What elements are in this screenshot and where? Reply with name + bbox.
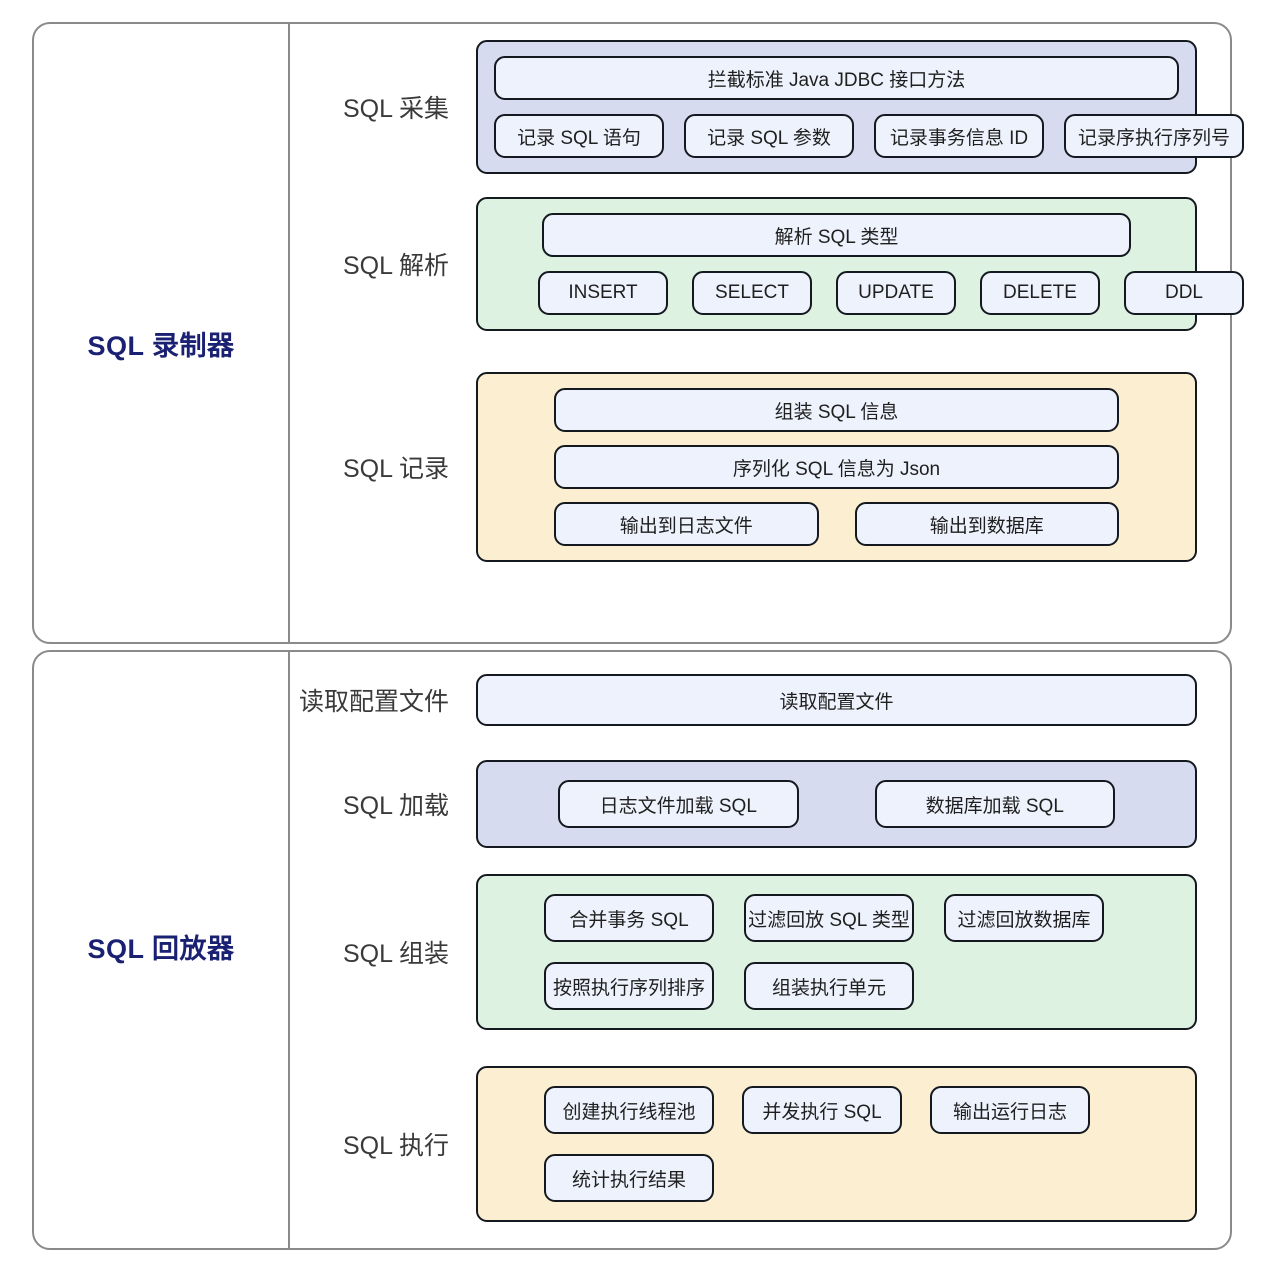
panel-title-recorder: SQL 录制器 (87, 331, 235, 361)
chip-load-sql-from-log[interactable]: 日志文件加载 SQL (558, 780, 799, 828)
chip-output-to-database[interactable]: 输出到数据库 (854, 502, 1119, 546)
chip-read-config-file[interactable]: 读取配置文件 (476, 674, 1197, 726)
chip-assemble-sql-info[interactable]: 组装 SQL 信息 (554, 388, 1119, 432)
row-sql-execute: SQL 执行 创建执行线程池 并发执行 SQL 输出运行日志 统计执行结果 (290, 1066, 1230, 1222)
row-body-sql-execute: 创建执行线程池 并发执行 SQL 输出运行日志 统计执行结果 (476, 1066, 1230, 1222)
group-line: 按照执行序列排序 组装执行单元 (494, 962, 1179, 1010)
group-sql-record: 组装 SQL 信息 序列化 SQL 信息为 Json 输出到日志文件 输出到数据… (476, 372, 1197, 562)
group-sql-parse: 解析 SQL 类型 INSERT SELECT UPDATE DELETE DD… (476, 197, 1244, 331)
group-sql-assemble: 合并事务 SQL 过滤回放 SQL 类型 过滤回放数据库 按照执行序列排序 组装… (476, 874, 1197, 1030)
chip-record-exec-sequence[interactable]: 记录序执行序列号 (1064, 114, 1244, 158)
row-sql-load: SQL 加载 日志文件加载 SQL 数据库加载 SQL (290, 760, 1230, 848)
chip-statistics-exec-result[interactable]: 统计执行结果 (544, 1154, 714, 1202)
group-line: 序列化 SQL 信息为 Json (494, 445, 1179, 489)
chip-output-runtime-log[interactable]: 输出运行日志 (930, 1086, 1090, 1134)
panel-column-divider (288, 652, 290, 1248)
row-label-read-config: 读取配置文件 (298, 688, 449, 716)
panel-sql-recorder: SQL 录制器 SQL 采集 拦截标准 Java JDBC 接口方法 记录 SQ… (32, 22, 1244, 644)
group-sql-load: 日志文件加载 SQL 数据库加载 SQL (476, 760, 1197, 848)
chip-insert[interactable]: INSERT (538, 271, 668, 315)
chip-sort-by-exec-sequence[interactable]: 按照执行序列排序 (544, 962, 714, 1010)
chip-select[interactable]: SELECT (692, 271, 812, 315)
chip-assemble-exec-unit[interactable]: 组装执行单元 (744, 962, 914, 1010)
row-sql-record: SQL 记录 组装 SQL 信息 序列化 SQL 信息为 Json 输出到日志文… (290, 372, 1230, 562)
group-line: 合并事务 SQL 过滤回放 SQL 类型 过滤回放数据库 (494, 894, 1179, 942)
chip-load-sql-from-db[interactable]: 数据库加载 SQL (874, 780, 1115, 828)
chip-record-transaction-id[interactable]: 记录事务信息 ID (874, 114, 1044, 158)
chip-ddl[interactable]: DDL (1124, 271, 1244, 315)
chip-merge-transaction-sql[interactable]: 合并事务 SQL (544, 894, 714, 942)
group-sql-execute: 创建执行线程池 并发执行 SQL 输出运行日志 统计执行结果 (476, 1066, 1197, 1222)
panel-column-divider (288, 24, 290, 642)
group-line: 记录 SQL 语句 记录 SQL 参数 记录事务信息 ID 记录序执行序列号 (494, 114, 1244, 158)
row-label-sql-load: SQL 加载 (342, 792, 449, 820)
panel-sql-replayer: SQL 回放器 读取配置文件 读取配置文件 SQL 加载 日志文件加载 SQL … (32, 650, 1232, 1250)
group-line: 日志文件加载 SQL 数据库加载 SQL (494, 780, 1179, 828)
chip-filter-replay-database[interactable]: 过滤回放数据库 (944, 894, 1104, 942)
panel-title-replayer: SQL 回放器 (87, 934, 235, 964)
row-body-sql-parse: 解析 SQL 类型 INSERT SELECT UPDATE DELETE DD… (476, 197, 1244, 331)
chip-record-sql-params[interactable]: 记录 SQL 参数 (684, 114, 854, 158)
row-label-sql-record: SQL 记录 (342, 455, 449, 483)
chip-serialize-sql-json[interactable]: 序列化 SQL 信息为 Json (554, 445, 1119, 489)
group-line: 创建执行线程池 并发执行 SQL 输出运行日志 (494, 1086, 1179, 1134)
chip-record-sql-statement[interactable]: 记录 SQL 语句 (494, 114, 664, 158)
row-sql-collect: SQL 采集 拦截标准 Java JDBC 接口方法 记录 SQL 语句 记录 … (290, 40, 1244, 174)
row-sql-assemble: SQL 组装 合并事务 SQL 过滤回放 SQL 类型 过滤回放数据库 按照执行… (290, 874, 1230, 1030)
chip-concurrent-execute-sql[interactable]: 并发执行 SQL (742, 1086, 902, 1134)
chip-update[interactable]: UPDATE (836, 271, 956, 315)
row-label-sql-assemble: SQL 组装 (342, 940, 449, 968)
group-line: INSERT SELECT UPDATE DELETE DDL (494, 271, 1244, 315)
row-label-sql-execute: SQL 执行 (342, 1132, 449, 1160)
group-sql-collect: 拦截标准 Java JDBC 接口方法 记录 SQL 语句 记录 SQL 参数 … (476, 40, 1244, 174)
group-line: 输出到日志文件 输出到数据库 (494, 502, 1179, 546)
row-label-sql-collect: SQL 采集 (342, 95, 449, 123)
chip-output-to-log-file[interactable]: 输出到日志文件 (554, 502, 819, 546)
chip-parse-sql-type[interactable]: 解析 SQL 类型 (542, 213, 1131, 257)
chip-create-thread-pool[interactable]: 创建执行线程池 (544, 1086, 714, 1134)
chip-delete[interactable]: DELETE (980, 271, 1100, 315)
row-body-sql-record: 组装 SQL 信息 序列化 SQL 信息为 Json 输出到日志文件 输出到数据… (476, 372, 1230, 562)
row-read-config: 读取配置文件 读取配置文件 (290, 674, 1230, 726)
group-line: 读取配置文件 (476, 674, 1197, 726)
chip-intercept-jdbc[interactable]: 拦截标准 Java JDBC 接口方法 (494, 56, 1179, 100)
row-body-sql-load: 日志文件加载 SQL 数据库加载 SQL (476, 760, 1230, 848)
group-line: 组装 SQL 信息 (494, 388, 1179, 432)
row-label-sql-parse: SQL 解析 (342, 252, 449, 280)
row-body-sql-assemble: 合并事务 SQL 过滤回放 SQL 类型 过滤回放数据库 按照执行序列排序 组装… (476, 874, 1230, 1030)
chip-filter-replay-sql-type[interactable]: 过滤回放 SQL 类型 (744, 894, 914, 942)
group-line: 解析 SQL 类型 (494, 213, 1179, 257)
group-line: 统计执行结果 (494, 1154, 1179, 1202)
group-read-config: 读取配置文件 (476, 674, 1197, 726)
row-body-read-config: 读取配置文件 (476, 674, 1230, 726)
row-sql-parse: SQL 解析 解析 SQL 类型 INSERT SELECT UPDATE DE… (290, 197, 1244, 331)
row-body-sql-collect: 拦截标准 Java JDBC 接口方法 记录 SQL 语句 记录 SQL 参数 … (476, 40, 1244, 174)
group-line: 拦截标准 Java JDBC 接口方法 (494, 56, 1179, 100)
